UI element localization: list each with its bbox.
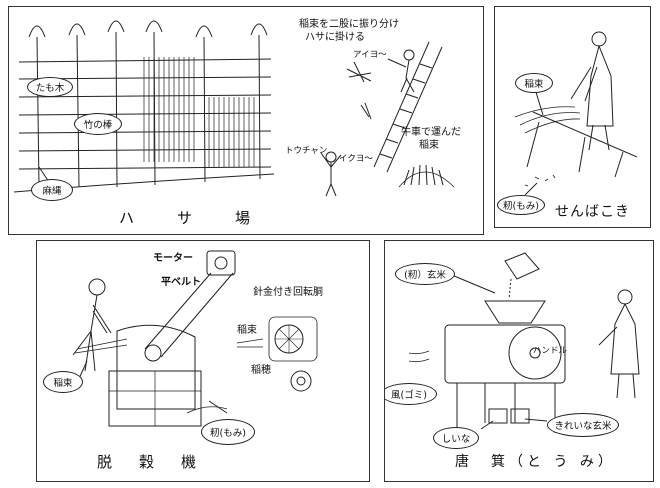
flat-belt-label: 平ベルト <box>161 277 201 288</box>
aiyo-label: アイヨ～ <box>353 50 387 60</box>
senbakoki-illustration <box>514 31 638 196</box>
hasa-note-line2: ハサに掛ける <box>305 32 365 43</box>
panel-hasaba: たも木 竹の棒 麻縄 稲束を二股に振り分け ハサに掛ける アイヨ～ トウチャン … <box>8 6 484 235</box>
momi-genmai-label: (籾）玄米 <box>395 263 455 285</box>
gyusha-line2: 稲束 <box>419 140 439 151</box>
takenobou-label: 竹の棒 <box>74 113 122 135</box>
panel-tomi: (籾）玄米 ハンドル 風(ゴミ) しいな きれいな玄米 唐 箕（と う み） <box>384 240 654 482</box>
asanawa-label: 麻縄 <box>31 179 73 201</box>
senbakoki-title: せんばこき <box>555 204 630 220</box>
handle-label: ハンドル <box>533 346 568 356</box>
drum-label: 針金付き回転胴 <box>253 287 323 298</box>
tochan-label: トウチャン <box>285 146 328 156</box>
hasaba-title: ハ サ 場 <box>119 209 265 227</box>
hasa-note-line1: 稲束を二股に振り分け <box>299 19 399 30</box>
dakkoku-inataba-right-label: 稲束 <box>237 325 257 336</box>
kaze-label: 風(ゴミ) <box>385 383 437 405</box>
dakkoku-inataba-left-label: 稲束 <box>43 371 83 393</box>
hasaba-illustration <box>13 20 455 197</box>
dakkokuki-illustration <box>72 250 318 427</box>
shiina-label: しいな <box>433 427 479 449</box>
senba-momi-label: 籾(もみ) <box>497 195 545 215</box>
panel-dakkokuki: モーター 平ベルト 針金付き回転胴 稲束 稲穂 稲束 籾(もみ) 脱 穀 機 <box>36 240 370 482</box>
tomi-illustration <box>408 252 640 433</box>
panel-senbakoki: 稲束 籾(もみ) せんばこき <box>494 6 651 228</box>
gyusha-line1: 牛車で運んだ <box>401 127 461 138</box>
motor-label: モーター <box>153 253 193 264</box>
kireina-genmai-label: きれいな玄米 <box>547 413 619 437</box>
ikuyo-label: イクヨ～ <box>339 154 373 164</box>
inaho-label: 稲穂 <box>251 365 271 376</box>
tomi-title: 唐 箕（と う み） <box>455 454 616 470</box>
tamoki-label: たも木 <box>27 77 73 97</box>
dakkoku-momi-label: 籾(もみ) <box>201 419 255 445</box>
senba-inataba-label: 稲束 <box>515 73 553 93</box>
dakkokuki-title: 脱 穀 機 <box>97 453 203 471</box>
